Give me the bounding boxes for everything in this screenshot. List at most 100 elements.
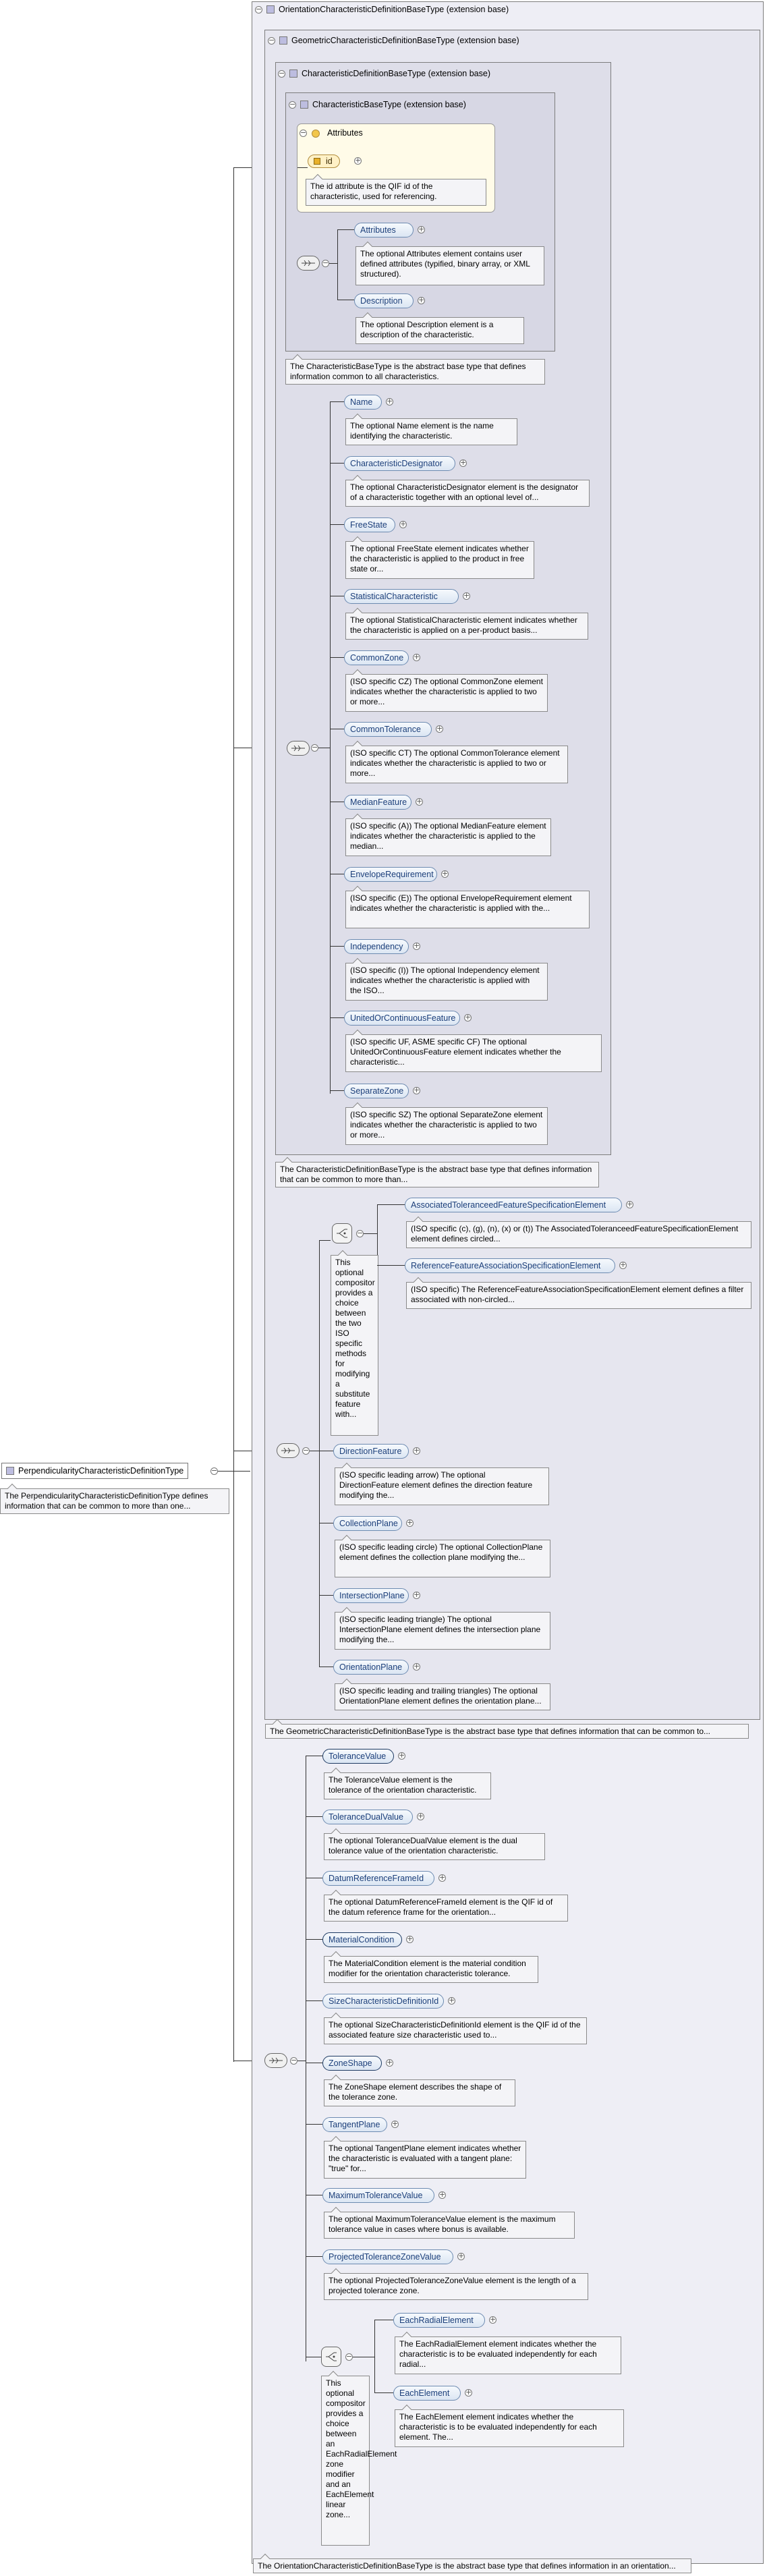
- collapse-toggle-icon[interactable]: −: [278, 68, 285, 78]
- element-doc: The optional MaximumToleranceValue eleme…: [324, 2212, 575, 2239]
- expand-toggle-icon[interactable]: +: [489, 2315, 496, 2324]
- expand-toggle-icon[interactable]: +: [441, 869, 449, 878]
- element-doc: (ISO specific CZ) The optional CommonZon…: [345, 674, 548, 712]
- expand-toggle-icon[interactable]: +: [448, 1996, 455, 2005]
- element-direction-feature[interactable]: DirectionFeature: [333, 1444, 409, 1459]
- root-type-doc: The PerpendicularityCharacteristicDefini…: [0, 1488, 229, 1514]
- element-each-radial-element[interactable]: EachRadialElement: [393, 2313, 485, 2328]
- element-reference-feature-association-specification-element[interactable]: ReferenceFeatureAssociationSpecification…: [405, 1258, 615, 1273]
- element-tolerance-value[interactable]: ToleranceValue: [322, 1749, 394, 1764]
- expand-toggle-icon[interactable]: +: [406, 1518, 414, 1527]
- element-associated-toleranceed-feature-specification-element[interactable]: AssociatedToleranceedFeatureSpecificatio…: [405, 1198, 622, 1212]
- element-tangent-plane[interactable]: TangentPlane: [322, 2117, 387, 2132]
- orient-choice-doc: This optional compositor provides a choi…: [321, 2376, 397, 2546]
- collapse-toggle-icon[interactable]: −: [356, 1229, 364, 1237]
- element-common-zone[interactable]: CommonZone: [344, 650, 409, 665]
- element-name[interactable]: Name: [344, 395, 382, 410]
- element-size-characteristic-definition-id[interactable]: SizeCharacteristicDefinitionId: [322, 1994, 444, 2009]
- expand-toggle-icon[interactable]: +: [416, 797, 423, 806]
- expand-toggle-icon[interactable]: +: [438, 2190, 446, 2199]
- expand-toggle-icon[interactable]: +: [457, 2251, 465, 2260]
- element-datum-reference-frame-id[interactable]: DatumReferenceFrameId: [322, 1871, 434, 1886]
- expand-toggle-icon[interactable]: +: [413, 941, 420, 950]
- connector-line: [330, 946, 344, 947]
- expand-toggle-icon[interactable]: +: [626, 1200, 633, 1208]
- collapse-toggle-icon[interactable]: −: [311, 743, 318, 752]
- expand-toggle-icon[interactable]: +: [418, 225, 425, 233]
- geo-choice-doc: This optional compositor provides a choi…: [331, 1255, 378, 1436]
- connector-line: [330, 524, 344, 525]
- element-each-element[interactable]: EachElement: [393, 2386, 461, 2401]
- complex-type-icon: [266, 5, 275, 13]
- collapse-toggle-icon[interactable]: −: [322, 258, 329, 267]
- expand-toggle-icon[interactable]: +: [413, 1590, 420, 1599]
- attribute-id[interactable]: id: [308, 155, 340, 168]
- expand-toggle-icon[interactable]: +: [413, 1086, 420, 1094]
- connector-line: [306, 2256, 322, 2257]
- element-collection-plane[interactable]: CollectionPlane: [333, 1516, 402, 1531]
- expand-toggle-icon[interactable]: +: [399, 520, 407, 528]
- element-material-condition[interactable]: MaterialCondition: [322, 1932, 402, 1947]
- element-doc: The optional FreeState element indicates…: [345, 541, 534, 579]
- element-orientation-plane[interactable]: OrientationPlane: [333, 1660, 409, 1675]
- element-statistical-characteristic[interactable]: StatisticalCharacteristic: [344, 589, 459, 604]
- container-title: CharacteristicBaseType (extension base): [312, 100, 466, 109]
- expand-toggle-icon[interactable]: −: [210, 1466, 218, 1475]
- element-doc: The ZoneShape element describes the shap…: [324, 2079, 515, 2106]
- container-title: GeometricCharacteristicDefinitionBaseTyp…: [291, 36, 519, 45]
- expand-toggle-icon[interactable]: +: [354, 156, 362, 165]
- collapse-toggle-icon[interactable]: −: [268, 35, 275, 45]
- element-tolerance-dual-value[interactable]: ToleranceDualValue: [322, 1810, 413, 1824]
- expand-toggle-icon[interactable]: +: [417, 1812, 424, 1820]
- element-envelope-requirement[interactable]: EnvelopeRequirement: [344, 867, 437, 882]
- collapse-toggle-icon[interactable]: −: [255, 4, 262, 13]
- element-doc: (ISO specific (c), (g), (n), (x) or (t))…: [406, 1221, 751, 1248]
- element-doc: (ISO specific SZ) The optional SeparateZ…: [345, 1107, 548, 1145]
- expand-toggle-icon[interactable]: +: [386, 2058, 393, 2067]
- expand-toggle-icon[interactable]: +: [398, 1751, 405, 1760]
- expand-toggle-icon[interactable]: +: [436, 724, 443, 733]
- expand-toggle-icon[interactable]: +: [413, 1662, 420, 1671]
- expand-toggle-icon[interactable]: +: [406, 1934, 414, 1943]
- element-maximum-tolerance-value[interactable]: MaximumToleranceValue: [322, 2188, 434, 2203]
- expand-toggle-icon[interactable]: +: [464, 1013, 472, 1021]
- element-description[interactable]: Description: [354, 293, 414, 308]
- expand-toggle-icon[interactable]: +: [386, 397, 393, 405]
- element-characteristic-designator[interactable]: CharacteristicDesignator: [344, 456, 455, 471]
- element-doc: (ISO specific (I)) The optional Independ…: [345, 963, 548, 1001]
- element-median-feature[interactable]: MedianFeature: [344, 795, 411, 810]
- expand-toggle-icon[interactable]: +: [619, 1260, 627, 1269]
- geometric-base-doc: The GeometricCharacteristicDefinitionBas…: [265, 1724, 749, 1739]
- element-doc: (ISO specific CT) The optional CommonTol…: [345, 746, 568, 783]
- element-attributes[interactable]: Attributes: [354, 223, 414, 237]
- element-common-tolerance[interactable]: CommonTolerance: [344, 722, 432, 737]
- choice-compositor-icon: [332, 1223, 352, 1243]
- container-title: CharacteristicDefinitionBaseType (extens…: [302, 69, 490, 78]
- element-projected-tolerance-zone-value[interactable]: ProjectedToleranceZoneValue: [322, 2249, 453, 2264]
- choice-compositor-icon: [321, 2347, 341, 2367]
- collapse-toggle-icon[interactable]: −: [302, 1446, 310, 1455]
- element-free-state[interactable]: FreeState: [344, 517, 395, 532]
- expand-toggle-icon[interactable]: +: [459, 458, 467, 467]
- collapse-toggle-icon[interactable]: −: [289, 99, 296, 109]
- collapse-toggle-icon[interactable]: −: [290, 2056, 297, 2065]
- complex-type-icon: [300, 101, 308, 109]
- collapse-toggle-icon[interactable]: −: [345, 2352, 353, 2361]
- element-separate-zone[interactable]: SeparateZone: [344, 1084, 409, 1098]
- collapse-toggle-icon[interactable]: −: [300, 128, 307, 137]
- expand-toggle-icon[interactable]: +: [413, 1446, 420, 1455]
- expand-toggle-icon[interactable]: +: [438, 1873, 446, 1882]
- element-united-or-continuous-feature[interactable]: UnitedOrContinuousFeature: [344, 1011, 460, 1026]
- connector-line: [330, 657, 344, 658]
- element-zone-shape[interactable]: ZoneShape: [322, 2056, 382, 2071]
- element-intersection-plane[interactable]: IntersectionPlane: [333, 1588, 409, 1603]
- characteristic-base-doc: The CharacteristicBaseType is the abstra…: [285, 359, 545, 385]
- expand-toggle-icon[interactable]: +: [391, 2119, 399, 2128]
- expand-toggle-icon[interactable]: +: [463, 591, 470, 600]
- element-independency[interactable]: Independency: [344, 939, 409, 954]
- root-type-node[interactable]: PerpendicularityCharacteristicDefinition…: [1, 1463, 189, 1479]
- expand-toggle-icon[interactable]: +: [465, 2388, 472, 2397]
- expand-toggle-icon[interactable]: +: [418, 296, 425, 304]
- expand-toggle-icon[interactable]: +: [413, 652, 420, 661]
- element-doc: The MaterialCondition element is the mat…: [324, 1956, 538, 1983]
